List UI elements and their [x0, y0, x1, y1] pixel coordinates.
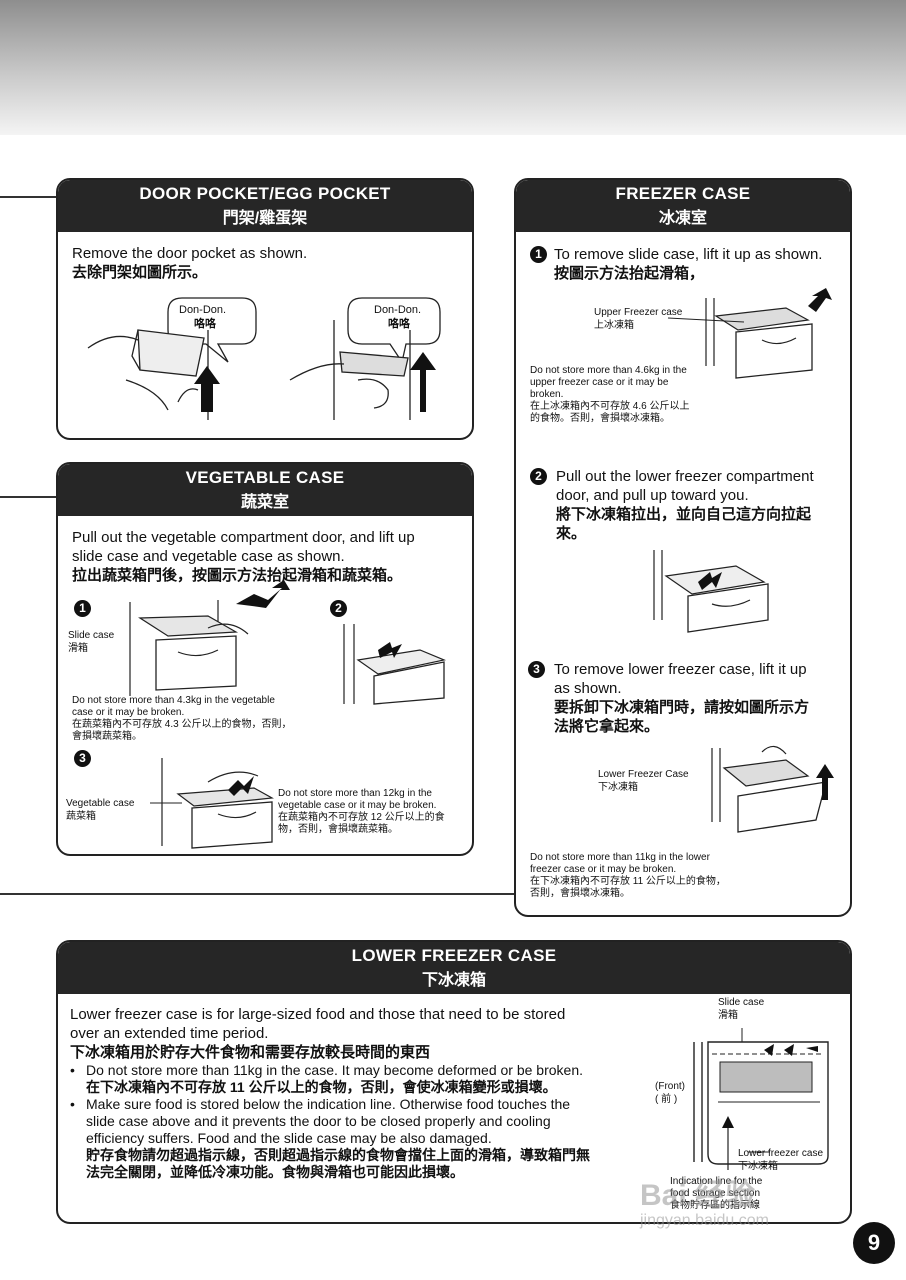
lower-freezer-title: LOWER FREEZER CASE [351, 946, 557, 965]
freezer-step-1-text: To remove slide case, lift it up as show… [554, 246, 823, 263]
vegetable-case-label: Vegetable case [66, 798, 135, 809]
veg-warning-1-zh1: 在蔬菜箱內不可存放 4.3 公斤以上的食物，否則， [72, 719, 292, 730]
baidu-watermark: Bai 经验 [640, 1179, 756, 1212]
upper-freezer-label-zh: 上冰凍箱 [594, 320, 634, 331]
freezer-warning-1-line3: broken. [530, 389, 564, 400]
vegetable-illustration [129, 580, 447, 849]
veg-warning-2-line2: vegetable case or it may be broken. [278, 800, 437, 811]
bullet-1-text-zh: 在下冰凍箱內不可存放 11 公斤以上的食物，否則，會使冰凍箱變形或損壞。 [86, 1079, 557, 1095]
diagram-lower-case-label-zh: 下冰凍箱 [738, 1161, 778, 1172]
vegetable-instruction-2: slide case and vegetable case as shown. [72, 548, 345, 565]
door-pocket-title-zh: 門架/雞蛋架 [222, 210, 308, 227]
bullet-2-dot: • [70, 1096, 75, 1112]
bullet-2-line2: slide case above and it prevents the doo… [86, 1113, 551, 1129]
side-rule-bottom [0, 893, 515, 895]
freezer-step-1-text-zh: 按圖示方法抬起滑箱， [554, 265, 705, 282]
door-pocket-instruction-zh: 去除門架如圖所示。 [72, 264, 208, 281]
door-pocket-title: DOOR POCKET/EGG POCKET [139, 184, 391, 203]
vegetable-instruction-zh: 拉出蔬菜箱門後，按圖示方法抬起滑箱和蔬菜箱。 [72, 567, 403, 584]
diagram-front-label-zh: ( 前 ) [655, 1094, 678, 1105]
freezer-warning-1-zh1: 在上冰凍箱內不可存放 4.6 公斤以上 [530, 401, 690, 412]
lower-freezer-title-zh: 下冰凍箱 [421, 972, 486, 989]
bubble-1-text-zh: 咯咯 [194, 318, 216, 330]
diagram-front-label: (Front) [655, 1081, 685, 1092]
bullet-2-zh1: 貯存食物請勿超過指示線，否則超過指示線的食物會擋住上面的滑箱，導致箱門無 [86, 1147, 590, 1163]
veg-warning-2-line1: Do not store more than 12kg in the [278, 788, 432, 799]
side-rule-top [0, 196, 58, 198]
lower-freezer-label: Lower Freezer Case [598, 769, 689, 780]
veg-warning-2-zh2: 物，否則，會損壞蔬菜箱。 [278, 824, 398, 835]
veg-warning-1-zh2: 會損壞蔬菜箱。 [72, 731, 142, 742]
freezer-step-2-line1: Pull out the lower freezer compartment [556, 468, 814, 485]
vegetable-step-3-badge: 3 [74, 750, 91, 767]
vegetable-step-1-badge: 1 [74, 600, 91, 617]
door-pocket-panel: DOOR POCKET/EGG POCKET 門架/雞蛋架 Remove the… [56, 178, 474, 440]
lower-freezer-label-zh: 下冰凍箱 [598, 782, 638, 793]
diagram-indication-line-1: Indication line for the [670, 1176, 763, 1187]
diagram-indication-line-zh: 食物貯存區的指示線 [670, 1200, 760, 1211]
freezer-case-panel: FREEZER CASE 冰凍室 1 To remove slide case,… [514, 178, 852, 917]
veg-warning-1-line1: Do not store more than 4.3kg in the vege… [72, 695, 275, 706]
diagram-lower-case-label: Lower freezer case [738, 1148, 824, 1159]
freezer-step-2-zh2: 來。 [556, 525, 587, 542]
freezer-warning-1-line1: Do not store more than 4.6kg in the [530, 365, 687, 376]
bubble-1-text: Don-Don. [179, 304, 227, 316]
freezer-step-3-line1: To remove lower freezer case, lift it up [554, 661, 807, 678]
diagram-slide-case-label: Slide case [718, 997, 765, 1008]
diagram-slide-case-label-zh: 滑箱 [718, 1010, 738, 1021]
upper-freezer-label: Upper Freezer case [594, 307, 683, 318]
bubble-2-text: Don-Don. [374, 304, 422, 316]
freezer-step-3-badge: 3 [528, 661, 545, 678]
freezer-step-3-line2: as shown. [554, 680, 622, 697]
door-pocket-header: DOOR POCKET/EGG POCKET 門架/雞蛋架 [58, 180, 472, 232]
lower-freezer-para-2: over an extended time period. [70, 1025, 269, 1042]
freezer-warning-3-line1: Do not store more than 11kg in the lower [530, 852, 710, 863]
diagram-indication-line-2: food storage section [670, 1188, 761, 1199]
veg-warning-1-line2: case or it may be broken. [72, 707, 185, 718]
freezer-warning-1-zh2: 的食物。否則，會損壞冰凍箱。 [530, 413, 670, 424]
vegetable-case-title: VEGETABLE CASE [185, 468, 345, 487]
slide-case-label-zh: 滑箱 [68, 643, 88, 654]
vegetable-step-2-badge: 2 [330, 600, 347, 617]
vegetable-case-header: VEGETABLE CASE 蔬菜室 [58, 464, 472, 516]
vegetable-case-title-zh: 蔬菜室 [240, 494, 289, 511]
bullet-1-text: Do not store more than 11kg in the case.… [86, 1062, 584, 1078]
freezer-step-2-badge: 2 [530, 468, 547, 485]
top-gradient-band [0, 0, 906, 135]
freezer-case-title: FREEZER CASE [615, 184, 751, 203]
bullet-2-line3: efficiency suffers. Food and the slide c… [86, 1130, 492, 1146]
veg-warning-2-zh1: 在蔬菜箱內不可存放 12 公斤以上的食 [278, 812, 445, 823]
door-pocket-instruction: Remove the door pocket as shown. [72, 245, 308, 262]
bullet-2-zh2: 法完全關閉，並降低冷凍功能。食物與滑箱也可能因此損壞。 [86, 1164, 464, 1180]
bubble-2-text-zh: 咯咯 [388, 318, 410, 330]
side-rule-middle [0, 496, 58, 498]
lower-freezer-header: LOWER FREEZER CASE 下冰凍箱 [58, 942, 850, 994]
freezer-case-header: FREEZER CASE 冰凍室 [516, 180, 850, 232]
door-pocket-illustration [87, 297, 441, 420]
vegetable-instruction-1: Pull out the vegetable compartment door,… [72, 529, 415, 546]
baidu-watermark-url: jingyan.baidu.com [640, 1212, 769, 1229]
lower-freezer-para-1: Lower freezer case is for large-sized fo… [70, 1006, 566, 1023]
freezer-step-2-line2: door, and pull up toward you. [556, 487, 749, 504]
freezer-warning-3-zh1: 在下冰凍箱內不可存放 11 公斤以上的食物， [530, 876, 726, 887]
freezer-step-3-zh2: 法將它拿起來。 [554, 718, 660, 735]
page-number: 9 [853, 1222, 895, 1264]
bullet-1-dot: • [70, 1062, 75, 1078]
lower-freezer-para-zh: 下冰凍箱用於貯存大件食物和需要存放較長時間的東西 [70, 1044, 431, 1061]
lower-freezer-diagram [693, 1028, 829, 1170]
slide-case-label: Slide case [68, 630, 115, 641]
freezer-warning-1-line2: upper freezer case or it may be [530, 377, 669, 388]
freezer-warning-3-zh2: 否則，會損壞冰凍箱。 [530, 888, 630, 899]
freezer-illustration [653, 288, 834, 833]
freezer-warning-3-line2: freezer case or it may be broken. [530, 864, 677, 875]
bullet-2-line1: Make sure food is stored below the indic… [86, 1096, 571, 1112]
freezer-step-3-zh1: 要拆卸下冰凍箱門時，請按如圖所示方 [554, 699, 810, 716]
freezer-step-2-zh1: 將下冰凍箱拉出，並向自己這方向拉起 [556, 506, 812, 523]
vegetable-case-panel: VEGETABLE CASE 蔬菜室 Pull out the vegetabl… [56, 462, 474, 856]
lower-freezer-panel: LOWER FREEZER CASE 下冰凍箱 Lower freezer ca… [56, 940, 852, 1224]
freezer-step-1-badge: 1 [530, 246, 547, 263]
vegetable-case-label-zh: 蔬菜箱 [66, 811, 96, 822]
freezer-case-title-zh: 冰凍室 [658, 210, 707, 227]
